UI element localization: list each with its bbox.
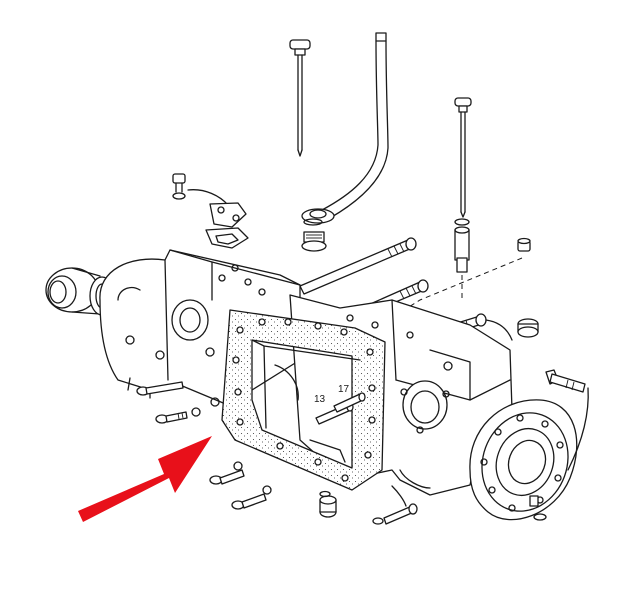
curved-filler-tube — [301, 32, 389, 224]
bolt-left-1 — [136, 381, 184, 396]
pointer-arrow — [78, 436, 212, 522]
bolt-bottom-centre — [319, 490, 337, 518]
bolt-far-right — [545, 369, 589, 471]
long-stud-upper — [299, 237, 417, 295]
bolt-left-washer — [210, 397, 220, 407]
right-dipstick — [454, 97, 472, 218]
breather-assembly — [301, 218, 327, 252]
callout-13: 13 — [314, 394, 326, 405]
left-dipstick — [289, 39, 311, 157]
top-cover-plate — [172, 173, 249, 249]
gasket-frame — [221, 309, 386, 491]
inner-bolt-17 — [333, 392, 366, 413]
callout-17: 17 — [338, 384, 350, 395]
bolt-bottom-1 — [209, 461, 245, 485]
cap-right — [517, 318, 539, 338]
bolt-bottom-2 — [231, 485, 272, 510]
bolt-bottom-right — [372, 485, 418, 525]
bolt-left-2 — [155, 407, 201, 424]
dipstick-sleeve — [454, 218, 470, 273]
right-bearing-flange — [469, 399, 578, 521]
small-plug-right — [517, 237, 531, 252]
